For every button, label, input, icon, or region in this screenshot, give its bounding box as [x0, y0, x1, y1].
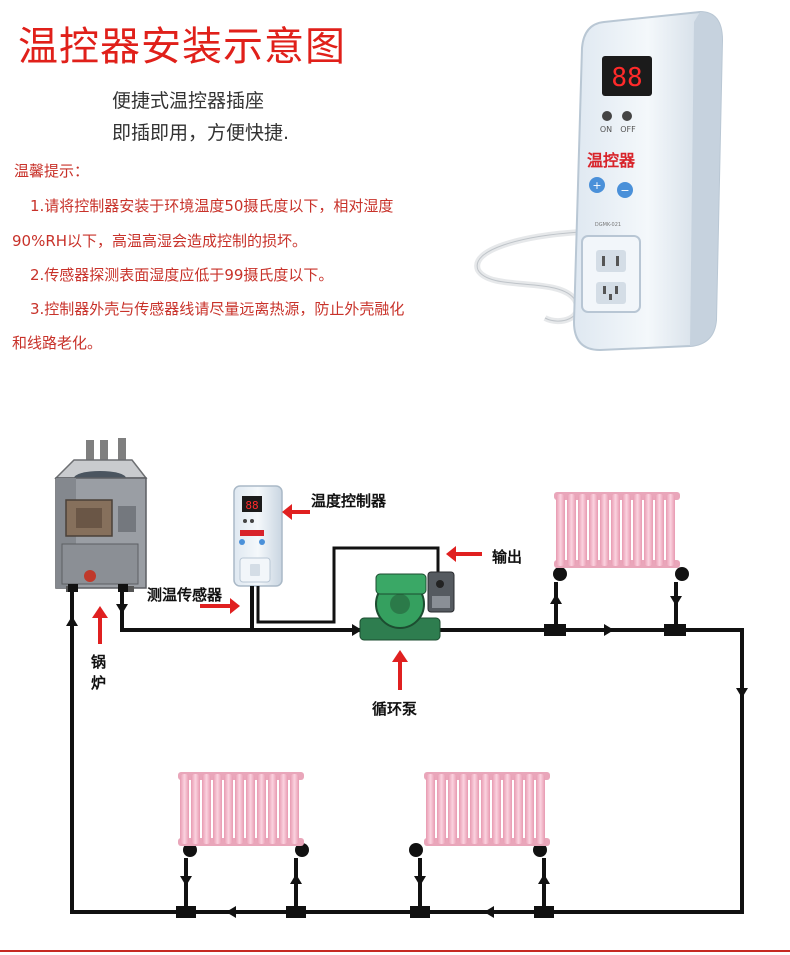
page-title: 温控器安装示意图: [18, 24, 346, 70]
tip-line-1: 1.请将控制器安装于环境温度50摄氏度以下，相对湿度: [30, 197, 394, 215]
device-model-text: DGMK-021: [595, 222, 621, 228]
bottom-divider: [0, 950, 790, 952]
device-up-button-icon: [589, 177, 605, 193]
device-down-button-icon: [617, 182, 633, 198]
svg-text:+: +: [592, 179, 601, 192]
boiler-illustration: [54, 438, 148, 592]
subtitle-2: 即插即用，方便快捷.: [112, 122, 290, 144]
label-boiler: 锅炉: [91, 653, 107, 692]
device-display-digits: 88: [611, 63, 642, 93]
device-on-label: ON: [600, 125, 612, 134]
device-on-led: [602, 111, 612, 121]
device-cable: [474, 229, 581, 325]
device-off-label: OFF: [620, 125, 636, 134]
red-pointer-arrows: [92, 504, 482, 690]
tips-heading: 温馨提示：: [14, 162, 90, 180]
radiator-bottom-left: [178, 772, 304, 846]
tip-line-3: 2.传感器探测表面湿度应低于99摄氏度以下。: [30, 266, 334, 284]
tip-line-4: 3.控制器外壳与传感器线请尽量远离热源，防止外壳融化: [30, 300, 405, 318]
label-circulation-pump: 循环泵: [372, 700, 418, 718]
pipe-fittings: [68, 567, 689, 918]
radiator-top: [554, 492, 680, 568]
flow-arrows: [66, 594, 748, 918]
label-output: 输出: [492, 548, 523, 566]
tip-line-2: 90%RH以下，高温高湿会造成控制的损坏。: [12, 232, 308, 250]
diagram-controller-display: 88: [245, 499, 258, 512]
device-display: [602, 56, 652, 96]
thermostat-device-photo: 88 ON OFF 温控器 + − DGMK-021: [572, 10, 724, 352]
circulation-pump-illustration: [359, 571, 455, 641]
svg-text:−: −: [620, 184, 629, 197]
label-temperature-controller: 温度控制器: [311, 492, 387, 510]
label-temperature-sensor: 测温传感器: [147, 586, 223, 604]
device-brand-text: 温控器: [586, 151, 636, 170]
device-off-led: [622, 111, 632, 121]
radiator-bottom-right: [424, 772, 550, 846]
diagram-controller-illustration: 88: [233, 485, 283, 587]
subtitle-1: 便捷式温控器插座: [112, 90, 265, 112]
tip-line-5: 和线路老化。: [12, 334, 103, 352]
